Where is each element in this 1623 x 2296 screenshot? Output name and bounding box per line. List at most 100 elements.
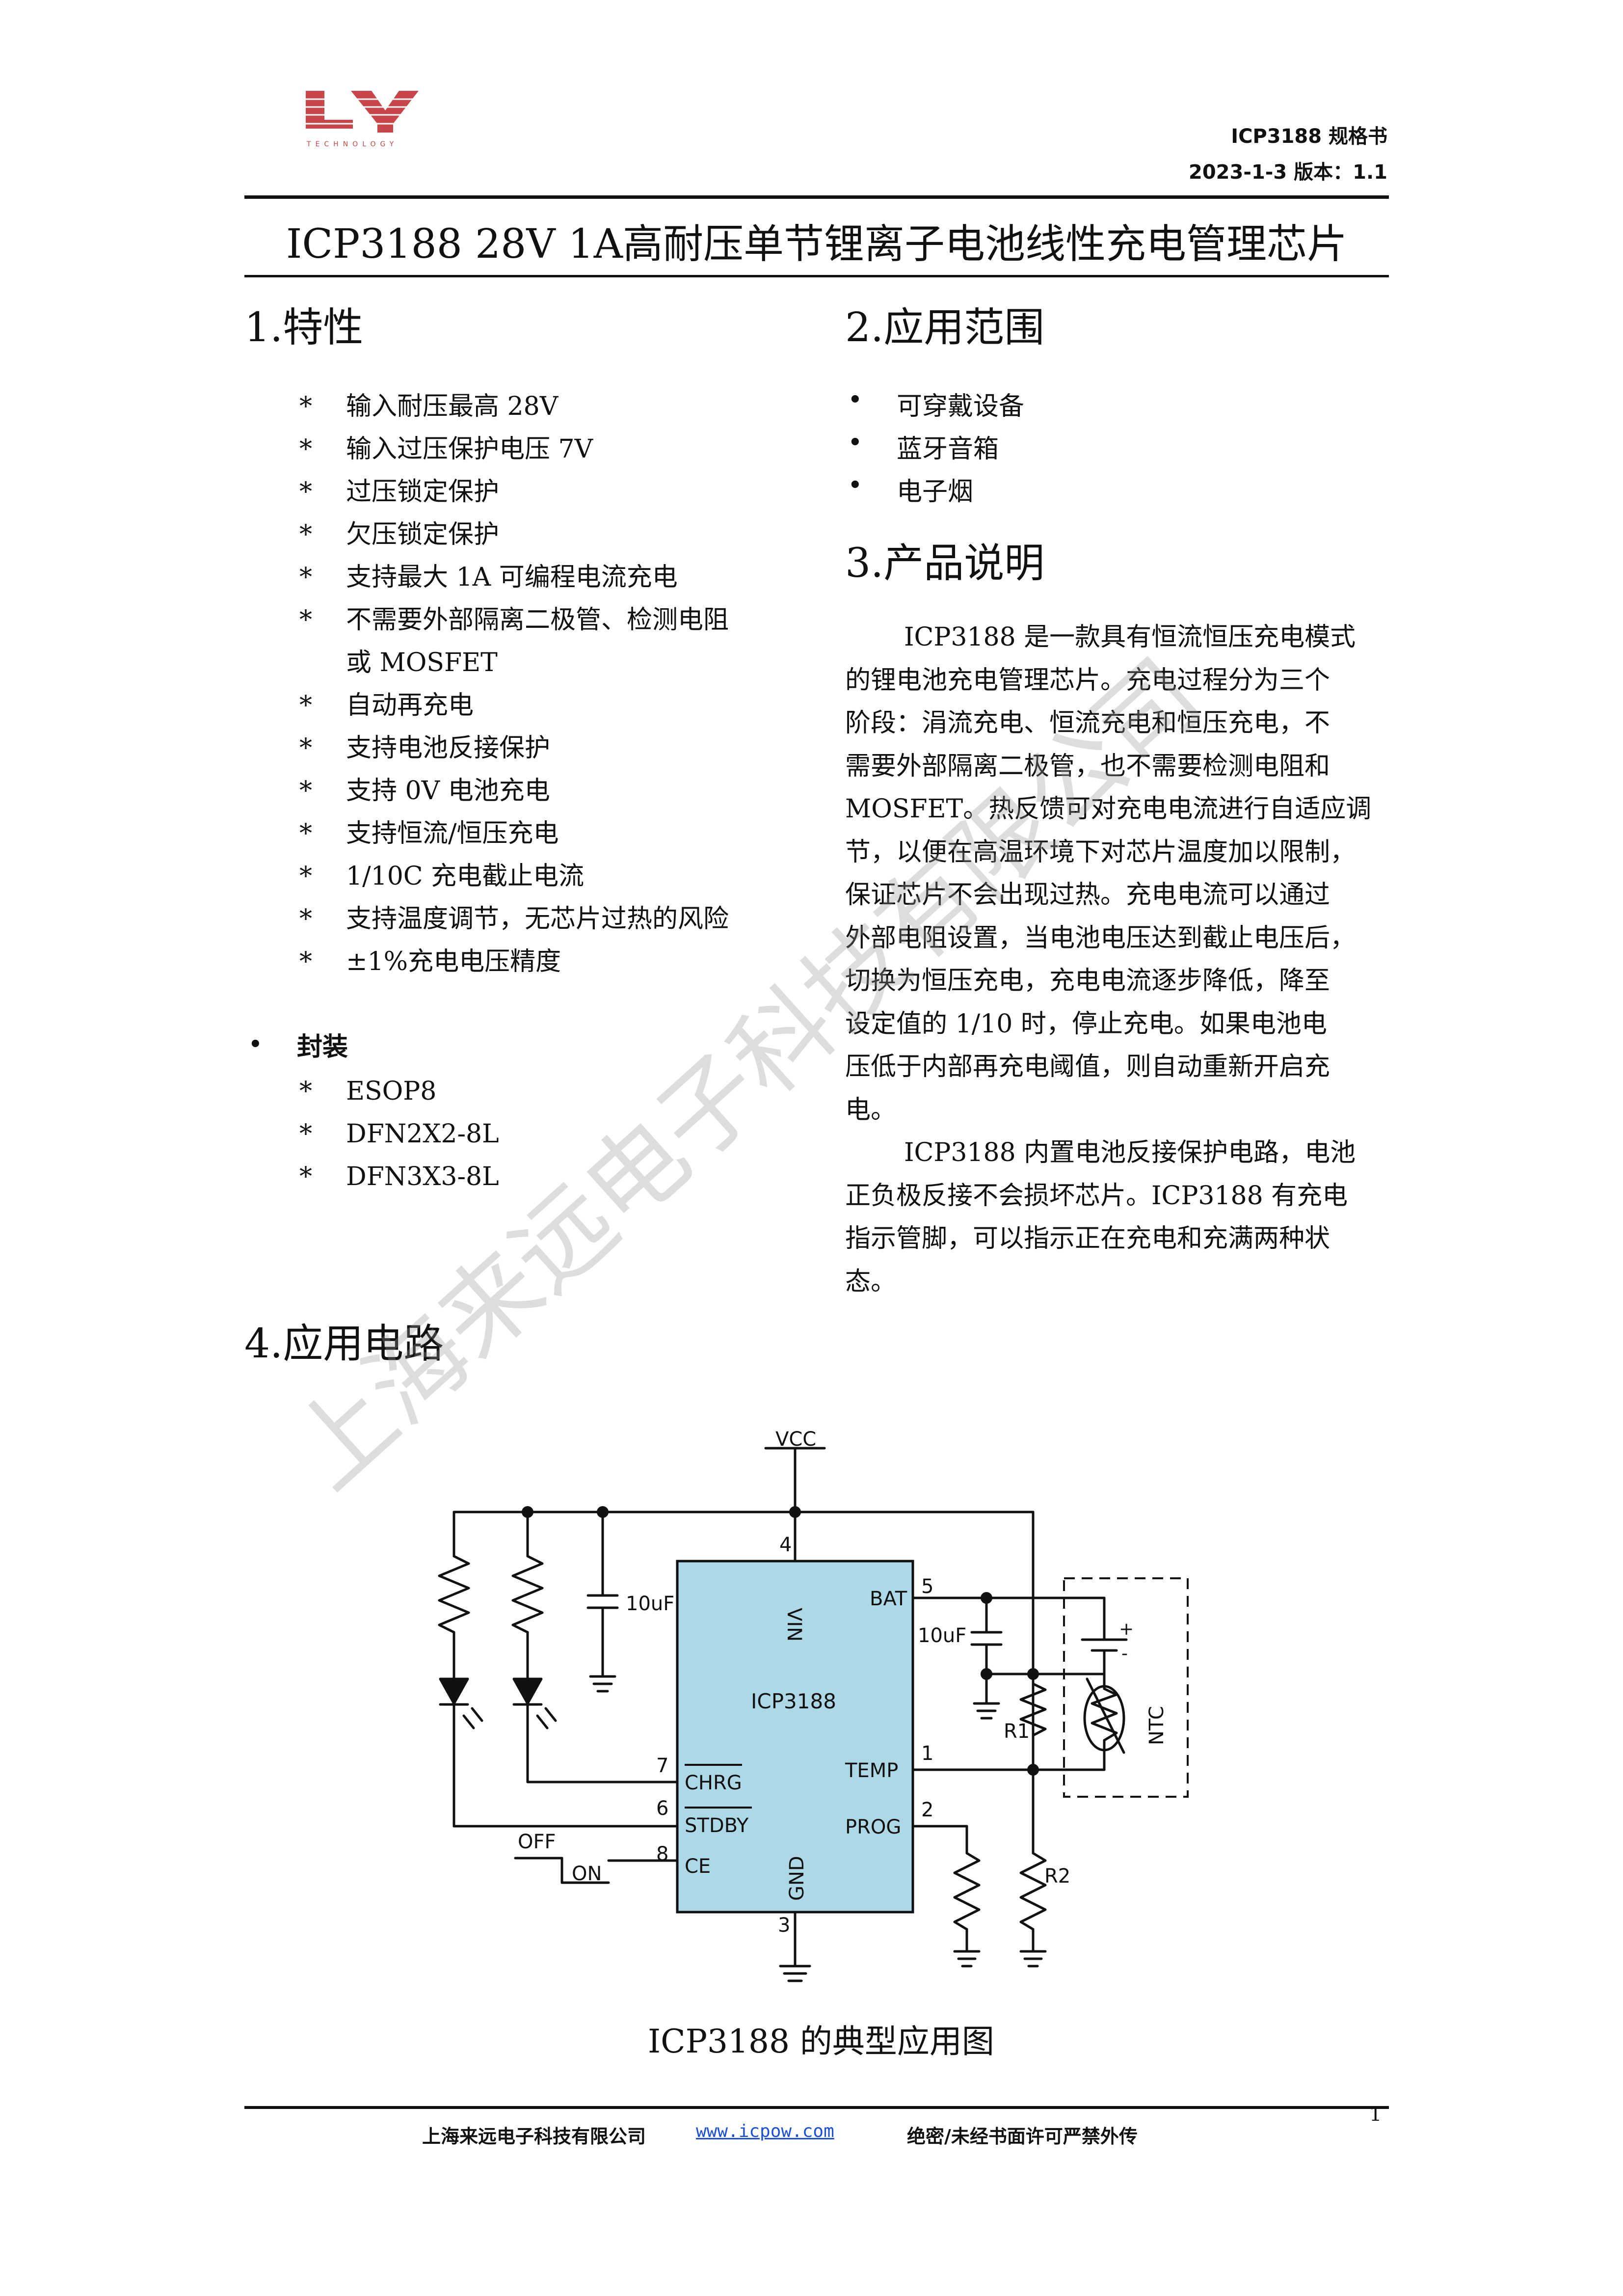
feature-star: * — [299, 563, 312, 592]
pin-7-number: 7 — [656, 1755, 668, 1777]
battery-minus: - — [1121, 1644, 1128, 1664]
header-rule — [244, 195, 1389, 199]
circuit-caption: ICP3188 的典型应用图 — [648, 2023, 994, 2060]
pin-vin-label: VIN — [783, 1608, 805, 1642]
feature-item: 过压锁定保护 — [346, 477, 500, 507]
applications-heading: 2.应用范围 — [845, 304, 1045, 351]
feature-star: * — [299, 392, 312, 421]
feature-star: * — [299, 819, 312, 848]
chip-icp3188 — [676, 1560, 914, 1914]
footer-company: 上海来远电子科技有限公司 — [422, 2126, 646, 2147]
package-item: DFN2X2-8L — [346, 1119, 499, 1149]
feature-star: * — [299, 733, 312, 763]
description-line: 态。 — [845, 1267, 897, 1297]
feature-star: * — [299, 776, 312, 806]
feature-star: * — [299, 947, 312, 976]
pin-chrg-label: CHRG — [685, 1772, 742, 1794]
application-bullet: • — [848, 385, 863, 415]
package-bullet: • — [248, 1030, 263, 1059]
feature-item: 输入过压保护电压 7V — [346, 434, 593, 464]
pin-gnd-label: GND — [786, 1856, 808, 1901]
pin-ce-label: CE — [685, 1855, 711, 1878]
description-line: 节，以便在高温环境下对芯片温度加以限制， — [845, 837, 1356, 867]
feature-item: ±1%充电电压精度 — [346, 947, 561, 976]
feature-star: * — [299, 691, 312, 720]
feature-star: * — [299, 605, 312, 635]
application-bullet: • — [848, 471, 863, 500]
chip-label: ICP3188 — [751, 1689, 836, 1713]
features-list: * 输入耐压最高 28V * 输入过压保护电压 7V * 过压锁定保护 * 欠压锁定保护 * 支持… — [299, 385, 839, 976]
doc-name: ICP3188 规格书 — [1231, 125, 1387, 148]
description-body: ICP3188 是一款具有恒流恒压充电模式的锂电池充电管理芯片。充电过程分为三个… — [845, 616, 1390, 1303]
pin-stdby-label: STDBY — [685, 1814, 749, 1837]
cap-right-label: 10uF — [918, 1624, 966, 1647]
description-line: 阶段：涓流充电、恒流充电和恒压充电，不 — [845, 708, 1330, 738]
description-line: 需要外部隔离二极管，也不需要检测电阻和 — [845, 751, 1330, 781]
feature-item: 自动再充电 — [346, 691, 474, 720]
description-line: 外部电阻设置，当电池电压达到截止电压后， — [845, 923, 1356, 953]
r1-label: R1 — [1004, 1720, 1030, 1743]
logo-subtext: TECHNOLOGY — [306, 140, 398, 148]
feature-item: 支持 0V 电池充电 — [346, 776, 550, 806]
footer-rule — [244, 2106, 1389, 2109]
page-title: ICP3188 28V 1A高耐压单节锂离子电池线性充电管理芯片 — [286, 221, 1348, 268]
feature-item: 输入耐压最高 28V — [346, 392, 559, 421]
cap-left-label: 10uF — [626, 1593, 674, 1615]
feature-item: 欠压锁定保护 — [346, 520, 500, 549]
feature-item: 不需要外部隔离二极管、检测电阻 — [346, 605, 729, 635]
doc-version: 2023-1-3 版本：1.1 — [1189, 161, 1387, 184]
description-line: 压低于内部再充电阈值，则自动重新开启充 — [845, 1052, 1330, 1081]
r2-label: R2 — [1044, 1865, 1070, 1888]
pin-bat-label: BAT — [870, 1588, 907, 1610]
company-logo: TECHNOLOGY — [302, 91, 420, 148]
feature-item: 支持恒流/恒压充电 — [346, 819, 559, 848]
description-line: 电。 — [845, 1095, 897, 1125]
circuit-heading: 4.应用电路 — [244, 1321, 444, 1367]
description-line: 指示管脚，可以指示正在充电和充满两种状 — [845, 1224, 1330, 1253]
pin-3-number: 3 — [778, 1914, 790, 1937]
on-label: ON — [572, 1863, 602, 1885]
package-star: * — [299, 1077, 312, 1106]
page-number: 1 — [1369, 2103, 1382, 2126]
description-line: 设定值的 1/10 时，停止充电。如果电池电 — [845, 1009, 1327, 1039]
feature-item: 或 MOSFET — [346, 648, 498, 677]
pin-6-number: 6 — [656, 1797, 668, 1820]
feature-star: * — [299, 434, 312, 464]
pin-temp-label: TEMP — [845, 1759, 898, 1782]
description-line: 正负极反接不会损坏芯片。ICP3188 有充电 — [845, 1181, 1348, 1211]
description-line: 的锂电池充电管理芯片。充电过程分为三个 — [845, 665, 1330, 695]
packages-list: * ESOP8 * DFN2X2-8L * DFN3X3-8L — [299, 1070, 692, 1208]
features-heading: 1.特性 — [244, 304, 364, 351]
description-heading: 3.产品说明 — [845, 540, 1045, 587]
pin-5-number: 5 — [921, 1575, 933, 1598]
pin-2-number: 2 — [921, 1799, 933, 1821]
package-item: DFN3X3-8L — [346, 1162, 499, 1191]
feature-item: 支持温度调节，无芯片过热的风险 — [346, 904, 729, 934]
application-item: 蓝牙音箱 — [897, 434, 999, 464]
application-item: 可穿戴设备 — [897, 392, 1025, 421]
feature-star: * — [299, 862, 312, 891]
footer-link[interactable]: www.icpow.com — [696, 2121, 834, 2141]
feature-star: * — [299, 477, 312, 507]
description-line: ICP3188 是一款具有恒流恒压充电模式 — [904, 622, 1356, 652]
package-star: * — [299, 1119, 312, 1149]
battery-plus: + — [1119, 1619, 1134, 1639]
package-label: 封装 — [297, 1032, 348, 1062]
package-item: ESOP8 — [346, 1077, 437, 1106]
feature-item: 支持电池反接保护 — [346, 733, 551, 763]
feature-star: * — [299, 904, 312, 934]
description-line: ICP3188 内置电池反接保护电路，电池 — [904, 1138, 1356, 1167]
off-label: OFF — [518, 1831, 556, 1853]
pin-4-number: 4 — [779, 1534, 792, 1556]
vcc-label: VCC — [775, 1428, 816, 1451]
description-line: MOSFET。热反馈可对充电电流进行自适应调 — [845, 794, 1372, 824]
title-rule — [244, 275, 1389, 277]
description-line: 保证芯片不会出现过热。充电电流可以通过 — [845, 880, 1330, 910]
pin-8-number: 8 — [656, 1843, 668, 1865]
package-star: * — [299, 1162, 312, 1191]
feature-star: * — [299, 520, 312, 549]
applications-list: •可穿戴设备•蓝牙音箱•电子烟 — [845, 385, 1336, 518]
pin-prog-label: PROG — [845, 1816, 901, 1838]
